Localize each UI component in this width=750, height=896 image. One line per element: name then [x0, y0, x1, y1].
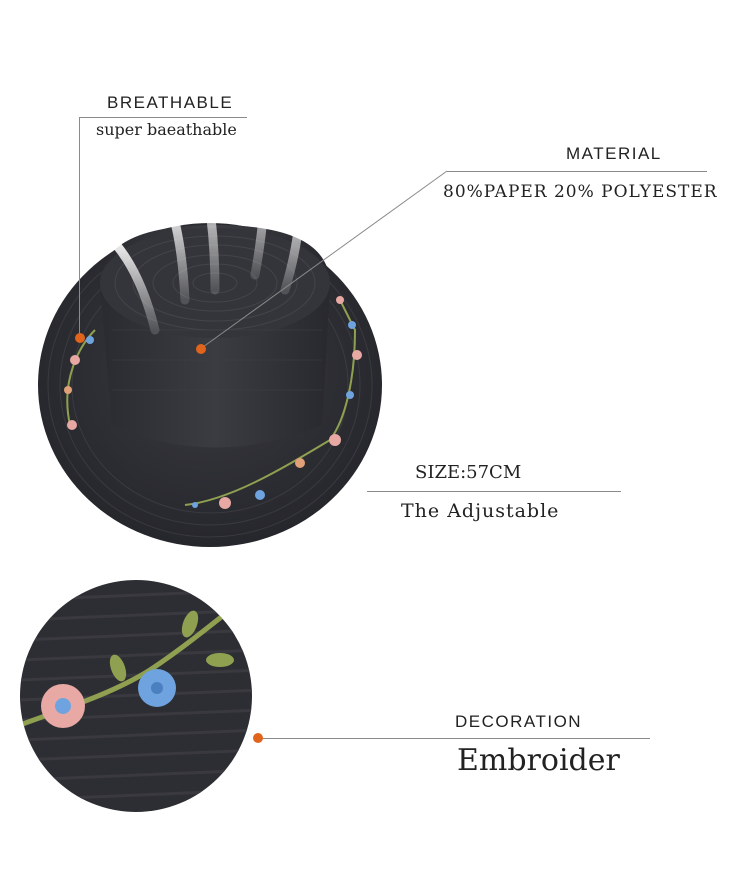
- breathable-title: BREATHABLE: [107, 93, 234, 112]
- breathable-leader-h: [79, 117, 247, 118]
- size-detail: The Adjustable: [401, 500, 560, 522]
- decoration-leader-h: [260, 738, 650, 739]
- size-leader-h: [367, 491, 621, 492]
- material-leader-h: [447, 171, 707, 172]
- breathable-detail: super baeathable: [96, 120, 237, 139]
- material-title: MATERIAL: [566, 144, 662, 163]
- material-detail: 80%PAPER 20% POLYESTER: [443, 182, 718, 202]
- decoration-detail: Embroider: [457, 743, 620, 778]
- callout-dot-icon: [75, 333, 85, 343]
- breathable-leader-v: [79, 117, 80, 337]
- embroidery-closeup: [20, 580, 252, 812]
- callout-dot-icon: [253, 733, 263, 743]
- size-title: SIZE:57CM: [415, 462, 522, 483]
- callout-dot-icon: [196, 344, 206, 354]
- air-flow-arrow-icon: [107, 170, 305, 335]
- embroidered-flower-icon: [64, 296, 362, 509]
- decoration-title: DECORATION: [455, 712, 583, 731]
